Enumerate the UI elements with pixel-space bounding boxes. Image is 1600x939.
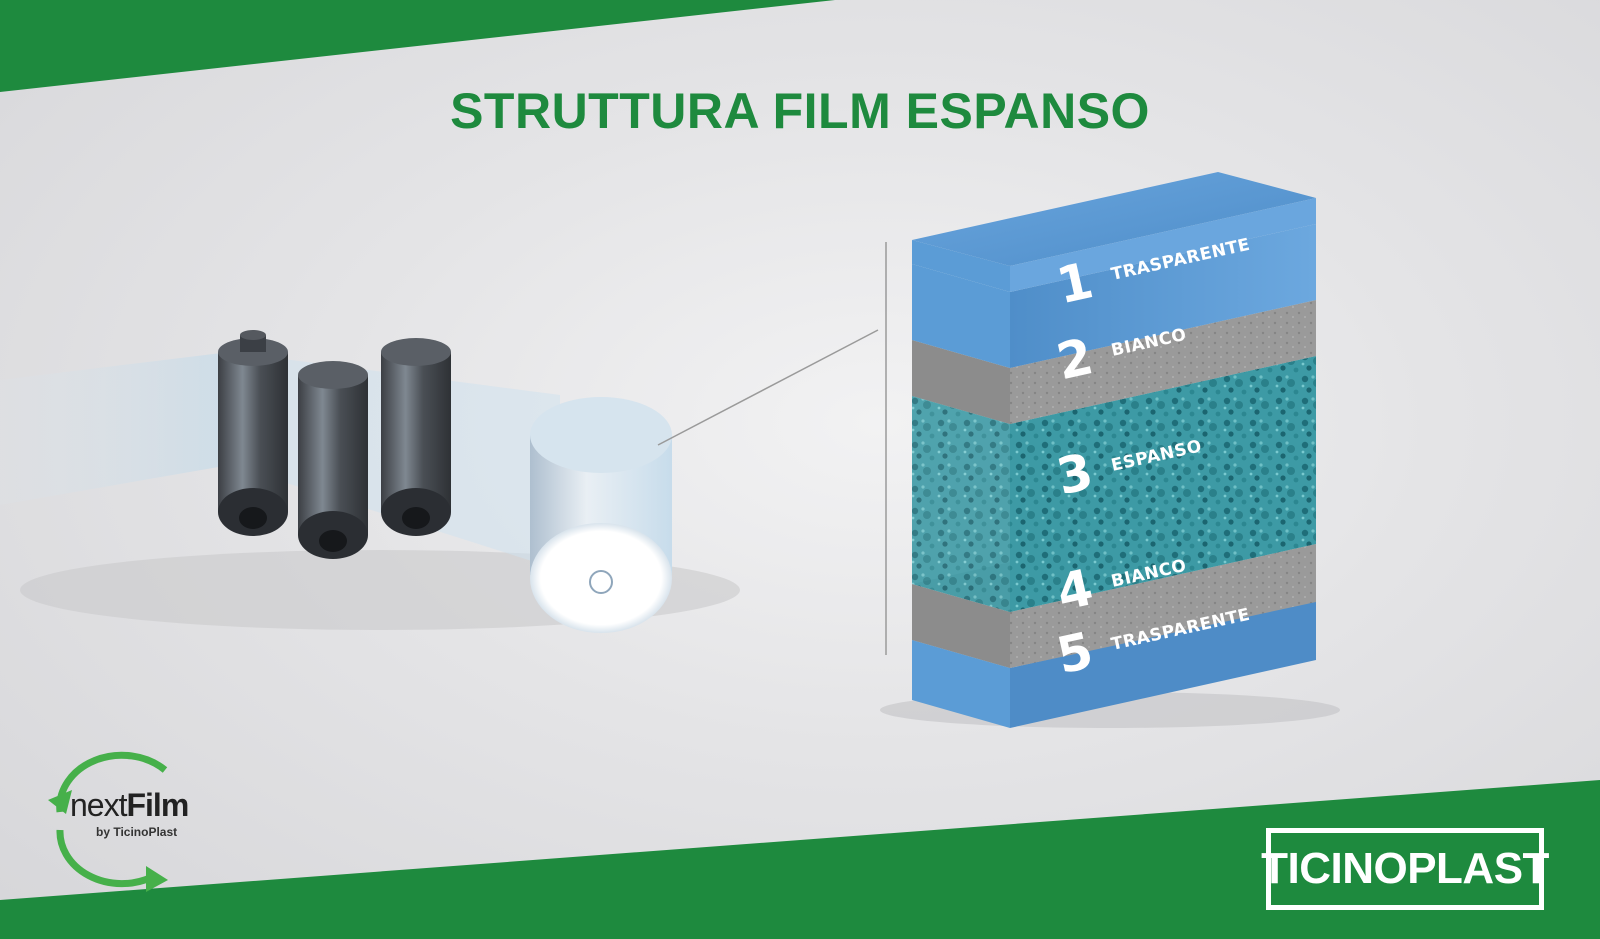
layer-1-shape (912, 172, 1316, 368)
zoom-connector-line (657, 329, 879, 446)
roller-2 (298, 361, 368, 559)
page-title: STRUTTURA FILM ESPANSO (450, 83, 1150, 139)
bottom-green-band (0, 780, 1600, 939)
film-strip (0, 352, 230, 505)
layer-name: TRASPARENTE (1109, 604, 1253, 655)
nextfilm-byline: by TicinoPlast (96, 825, 178, 839)
layer-name: BIANCO (1109, 324, 1189, 361)
layer-name: ESPANSO (1109, 436, 1204, 476)
ticinoplast-logo-text: TICINOPLAST (1261, 844, 1549, 893)
nextfilm-logo: nextFilm by TicinoPlast (44, 755, 234, 875)
roller-1 (218, 330, 288, 536)
nextfilm-film: Film (126, 787, 189, 823)
top-green-band (0, 0, 835, 92)
layer-name: TRASPARENTE (1109, 234, 1253, 285)
roller-3 (381, 338, 451, 536)
ticinoplast-logo: TICINOPLAST (1261, 828, 1549, 910)
recycle-arrows-icon (48, 751, 168, 892)
layer-name: BIANCO (1109, 555, 1189, 592)
nextfilm-next: next (70, 787, 127, 823)
film-roll (530, 397, 672, 633)
